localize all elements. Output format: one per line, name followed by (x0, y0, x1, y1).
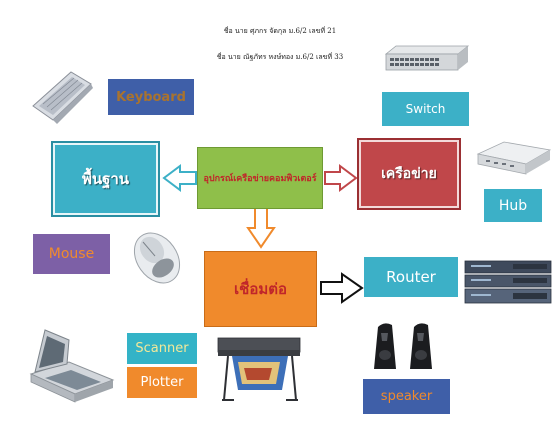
author-line-2: ชื่อ นาย ณัฐภัทร หงษ์ทอง ม.6/2 เลขที่ 33 (216, 53, 344, 61)
router-image (464, 260, 552, 304)
network-switch-image (384, 45, 470, 71)
label-router-text: Router (386, 268, 436, 286)
node-center-label: อุปกรณ์เครือข่ายคอมพิวเตอร์ (203, 174, 317, 184)
speaker-pair-image (374, 323, 432, 369)
flatbed-scanner-image (29, 329, 115, 403)
plotter-image (217, 337, 301, 401)
node-connect: เชื่อมต่อ (204, 251, 317, 327)
node-network: เครือข่าย (357, 138, 461, 210)
label-speaker-text: speaker (380, 389, 433, 404)
label-speaker: speaker (363, 379, 450, 414)
label-scanner: Scanner (127, 333, 197, 364)
arrow-to-network (324, 164, 358, 192)
label-keyboard-text: Keyboard (116, 89, 186, 105)
label-mouse: Mouse (33, 234, 110, 274)
keyboard-image (32, 71, 93, 124)
network-hub-image (476, 141, 552, 175)
author-line-1: ชื่อ นาย ศุภกร จัดกุล ม.6/2 เลขที่ 21 (223, 27, 337, 35)
label-plotter-text: Plotter (140, 375, 184, 390)
node-connect-label: เชื่อมต่อ (234, 280, 287, 298)
arrow-to-router (320, 272, 364, 304)
label-hub: Hub (484, 189, 542, 222)
arrow-to-basic (162, 164, 197, 192)
label-router: Router (364, 257, 458, 297)
label-keyboard: Keyboard (108, 79, 194, 115)
node-basic: พื้นฐาน (51, 141, 160, 217)
label-switch-text: Switch (405, 102, 446, 116)
node-network-label: เครือข่าย (381, 166, 437, 182)
node-basic-label: พื้นฐาน (81, 170, 130, 188)
label-plotter: Plotter (127, 367, 197, 398)
label-hub-text: Hub (498, 197, 528, 214)
label-scanner-text: Scanner (135, 341, 189, 356)
node-center: อุปกรณ์เครือข่ายคอมพิวเตอร์ (197, 147, 323, 209)
label-mouse-text: Mouse (48, 246, 95, 262)
mouse-image (133, 232, 181, 284)
label-switch: Switch (382, 92, 469, 126)
